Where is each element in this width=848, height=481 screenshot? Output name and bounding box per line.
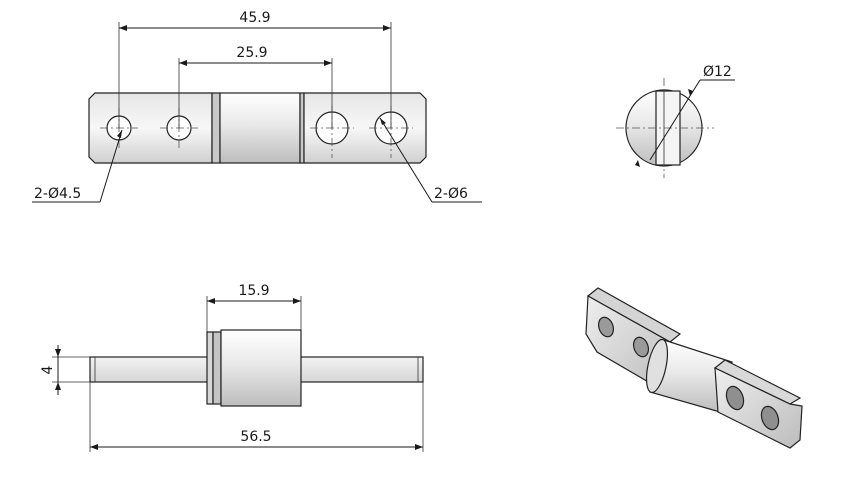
- leader-large-holes: 2-Ø6: [379, 117, 482, 203]
- label-pin-diameter: Ø12: [703, 64, 732, 80]
- center-barrel: [219, 92, 301, 164]
- hole-centerlines: [100, 106, 413, 158]
- dim-15-9: 15.9: [206, 283, 302, 332]
- dim-25-9: 25.9: [178, 45, 333, 128]
- top-view: 45.9 25.9 2-Ø4.5 2-Ø6: [32, 10, 482, 203]
- barrel-side: [220, 329, 302, 407]
- iso-right-hole-1: [725, 385, 745, 411]
- dim-text-4: 4: [40, 365, 56, 374]
- barrel-collar-left: [206, 331, 214, 405]
- barrel-collar-inner: [212, 331, 222, 405]
- iso-left-hole-1: [597, 316, 615, 338]
- isometric-view: [585, 287, 803, 449]
- label-small-holes: 2-Ø4.5: [34, 186, 81, 202]
- left-plate-edge: [211, 92, 221, 164]
- bottom-view: 15.9 4 56.5: [40, 283, 424, 452]
- label-large-holes: 2-Ø6: [434, 186, 468, 202]
- side-view: Ø12: [616, 64, 735, 178]
- dim-4: 4: [40, 345, 90, 395]
- dim-text-15-9: 15.9: [238, 283, 269, 299]
- dim-45-9: 45.9: [118, 10, 392, 128]
- leader-small-holes: 2-Ø4.5: [32, 129, 123, 203]
- iso-barrel-end: [645, 338, 669, 394]
- dim-text-25-9: 25.9: [236, 45, 267, 61]
- dim-56-5: 56.5: [89, 382, 424, 452]
- right-plate: [303, 92, 427, 164]
- dim-pin-diameter: Ø12: [635, 64, 735, 167]
- iso-right-hole-2: [760, 405, 780, 431]
- dim-text-45-9: 45.9: [239, 10, 270, 26]
- dim-text-56-5: 56.5: [240, 429, 271, 445]
- iso-left-hole-2: [632, 336, 650, 358]
